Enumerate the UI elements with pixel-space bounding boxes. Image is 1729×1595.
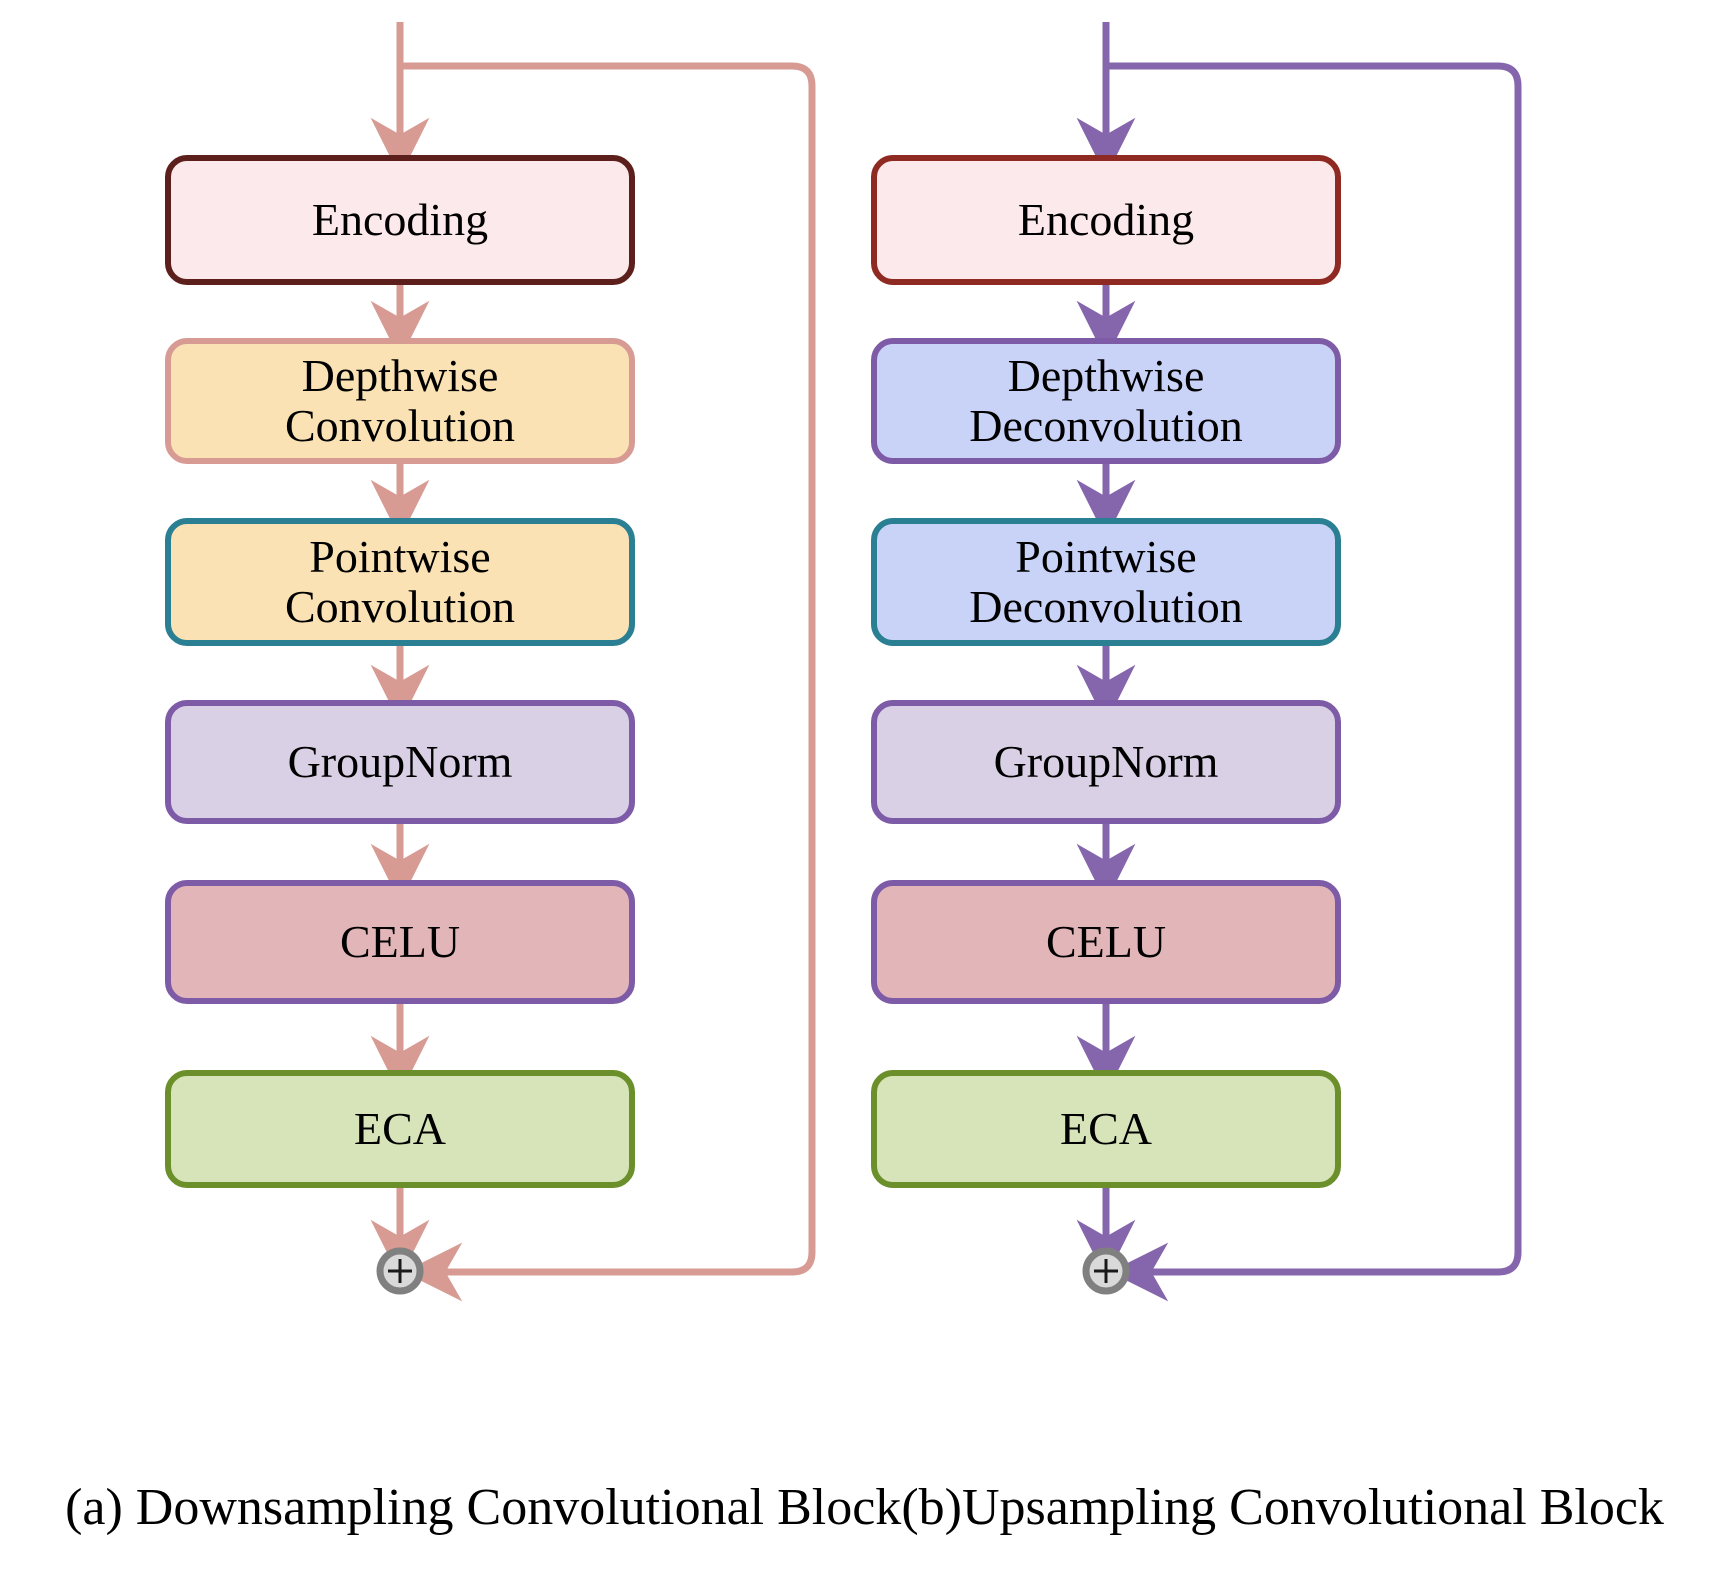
node-b-pointwise-deconvolution-label: Pointwise Deconvolution (969, 531, 1243, 632)
node-a-encoding[interactable]: Encoding (165, 155, 635, 285)
node-b-depthwise-deconvolution-label: Depthwise Deconvolution (969, 350, 1243, 451)
panel-a-connectors (370, 22, 816, 1302)
caption-panel-b: (b)Upsampling Convolutional Block (901, 1479, 1664, 1536)
node-a-depthwise-convolution[interactable]: Depthwise Convolution (165, 338, 635, 464)
node-b-groupnorm[interactable]: GroupNorm (871, 700, 1341, 824)
node-a-groupnorm[interactable]: GroupNorm (165, 700, 635, 824)
node-b-eca[interactable]: ECA (871, 1070, 1341, 1188)
node-b-celu[interactable]: CELU (871, 880, 1341, 1004)
node-b-groupnorm-label: GroupNorm (993, 736, 1219, 788)
node-a-eca[interactable]: ECA (165, 1070, 635, 1188)
node-a-pointwise-convolution[interactable]: Pointwise Convolution (165, 518, 635, 646)
node-a-encoding-label: Encoding (311, 194, 489, 246)
node-a-eca-label: ECA (354, 1103, 446, 1155)
panel-b-connectors (1076, 22, 1522, 1302)
caption-panel-a: (a) Downsampling Convolutional Block (65, 1479, 902, 1536)
node-b-encoding[interactable]: Encoding (871, 155, 1341, 285)
sum-plus-glyph (1094, 1259, 1118, 1283)
sum-plus-glyph (388, 1259, 412, 1283)
node-b-eca-label: ECA (1060, 1103, 1152, 1155)
node-a-celu[interactable]: CELU (165, 880, 635, 1004)
node-b-pointwise-deconvolution[interactable]: Pointwise Deconvolution (871, 518, 1341, 646)
node-a-groupnorm-label: GroupNorm (287, 736, 513, 788)
node-b-encoding-label: Encoding (1017, 194, 1195, 246)
skip-path-a (400, 62, 816, 1302)
node-b-depthwise-deconvolution[interactable]: Depthwise Deconvolution (871, 338, 1341, 464)
node-b-celu-label: CELU (1045, 916, 1167, 968)
figure-captions: (a) Downsampling Convolutional Block(b)U… (0, 1478, 1729, 1537)
node-a-pointwise-convolution-label: Pointwise Convolution (284, 531, 516, 632)
node-a-celu-label: CELU (339, 916, 461, 968)
skip-path-b (1106, 62, 1522, 1302)
node-a-depthwise-convolution-label: Depthwise Convolution (284, 350, 516, 451)
